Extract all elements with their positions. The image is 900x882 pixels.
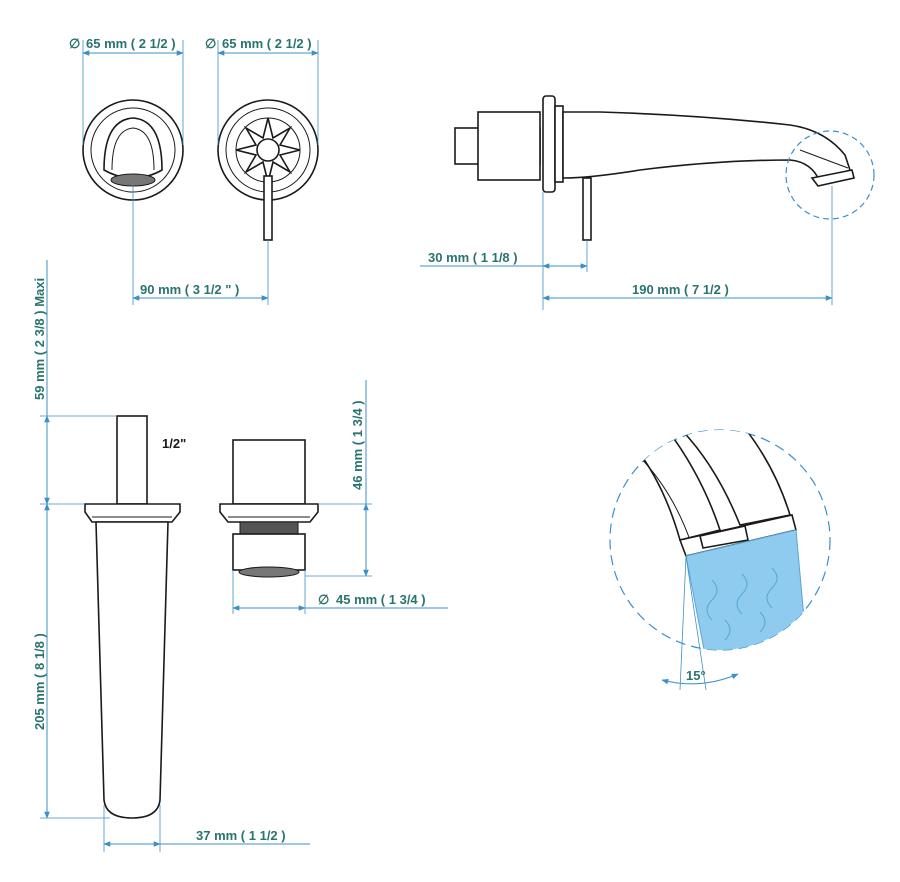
spout-body: 1/2" (84, 415, 186, 819)
front-view-handle (217, 99, 319, 241)
detail-view: 15° (609, 429, 831, 691)
dim-label-height-46: 46 mm ( 1 3/4 ) (350, 400, 365, 490)
dim-diameter-left: ∅ 65 mm ( 2 1/2 ) (69, 36, 184, 145)
diameter-symbol: ∅ (205, 36, 216, 51)
dim-label-spacing: 90 mm ( 3 1/2 " ) (140, 282, 239, 297)
front-view-spout (82, 99, 184, 201)
side-view (454, 95, 875, 241)
dim-height-46: 46 mm ( 1 3/4 ) (305, 380, 372, 577)
dim-label-dia-left: 65 mm ( 2 1/2 ) (86, 36, 176, 51)
dim-label-height-205: 205 mm ( 8 1/8 ) (32, 633, 47, 730)
dim-label-dia-45: 45 mm ( 1 3/4 ) (336, 592, 426, 607)
dim-label-dia-right: 65 mm ( 2 1/2 ) (222, 36, 312, 51)
angle-label: 15° (686, 668, 706, 683)
diameter-symbol: ∅ (318, 592, 329, 607)
dim-label-depth: 30 mm ( 1 1/8 ) (428, 250, 518, 265)
dim-height-205: 205 mm ( 8 1/8 ) (32, 503, 110, 819)
dim-label-width-37: 37 mm ( 1 1/2 ) (196, 828, 286, 843)
dim-height-59: 59 mm ( 2 3/8 ) Maxi (32, 260, 117, 505)
dim-diameter-right: ∅ 65 mm ( 2 1/2 ) (205, 36, 319, 145)
dim-label-height-59: 59 mm ( 2 3/8 ) Maxi (32, 278, 47, 400)
dim-label-spout-length: 190 mm ( 7 1/2 ) (632, 282, 729, 297)
aerator-detail (219, 439, 319, 578)
thread-label: 1/2" (162, 436, 186, 451)
dim-width-37: 37 mm ( 1 1/2 ) (103, 805, 310, 852)
dim-spacing: 90 mm ( 3 1/2 " ) (132, 185, 269, 305)
dim-depth: 30 mm ( 1 1/8 ) (420, 192, 588, 310)
dim-spout-length: 190 mm ( 7 1/2 ) (542, 186, 833, 305)
dim-diameter-45: ∅ 45 mm ( 1 3/4 ) (232, 570, 448, 614)
diameter-symbol: ∅ (69, 36, 80, 51)
